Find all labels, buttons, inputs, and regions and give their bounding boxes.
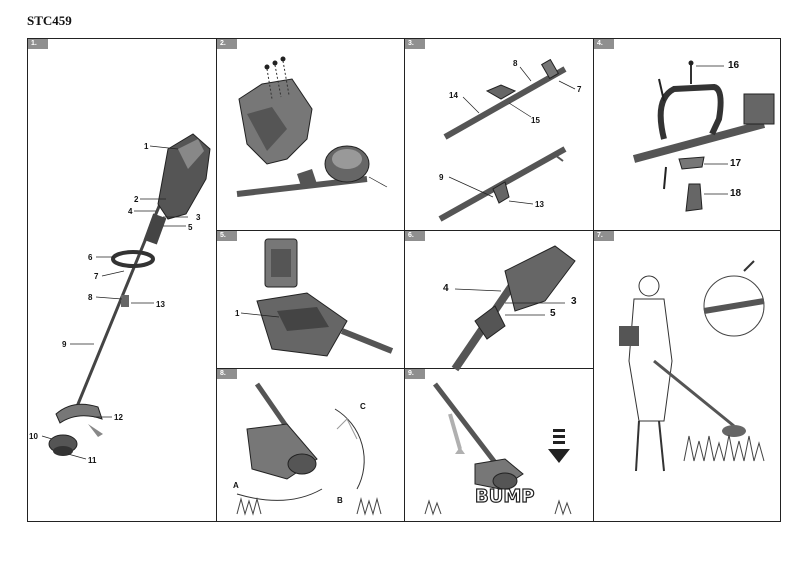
callout-13: 13 <box>535 200 544 209</box>
callout-17: 17 <box>730 158 742 169</box>
callout-A: A <box>233 481 239 490</box>
switch-trigger-drawing <box>451 245 576 372</box>
guard-assembly-drawing <box>236 56 388 197</box>
callout-16: 16 <box>728 60 740 71</box>
panel-tag: 9. <box>405 369 425 379</box>
callout-3: 3 <box>196 213 201 222</box>
panel-2: 2. <box>217 39 405 231</box>
callout-15: 15 <box>531 116 540 125</box>
panel-tag: 3. <box>405 39 425 49</box>
trimmer-overview-drawing <box>41 133 211 460</box>
panel-4: 4. 16 17 18 <box>594 39 781 231</box>
panel-3: 3. 8 7 14 15 9 13 <box>405 39 594 231</box>
callout-4: 4 <box>443 283 449 294</box>
handle-install-drawing <box>438 58 576 222</box>
callout-14: 14 <box>449 91 458 100</box>
callout-9: 9 <box>439 173 444 182</box>
callout-8: 8 <box>88 293 93 302</box>
bump-feed-drawing <box>424 382 572 516</box>
callout-4: 4 <box>128 207 133 216</box>
callout-1: 1 <box>144 142 149 151</box>
callout-10: 10 <box>29 432 38 441</box>
panel-7: 7. <box>594 231 781 522</box>
panel-5: 5. 1 <box>217 231 405 369</box>
d-handle-install-drawing <box>632 60 775 212</box>
panel-tag: 5. <box>217 231 237 241</box>
callout-9: 9 <box>62 340 67 349</box>
illustration-grid: 1. <box>27 38 781 522</box>
operating-position-drawing <box>619 260 765 472</box>
panel-tag: 8. <box>217 369 237 379</box>
bump-label: BUMP <box>474 486 535 507</box>
panel-9: 9. BUMP <box>405 369 594 522</box>
callout-11: 11 <box>88 456 97 465</box>
callout-6: 6 <box>88 253 93 262</box>
battery-insert-drawing <box>240 238 394 357</box>
callout-3: 3 <box>571 296 577 307</box>
panel-6: 6. 4 3 5 <box>405 231 594 372</box>
panel-tag: 1. <box>28 39 48 49</box>
panel-tag: 4. <box>594 39 614 49</box>
model-title: STC459 <box>27 13 72 28</box>
callout-8: 8 <box>513 59 518 68</box>
callout-B: B <box>337 496 343 505</box>
callout-7: 7 <box>94 272 99 281</box>
panel-tag: 6. <box>405 231 425 241</box>
callout-5: 5 <box>550 308 556 319</box>
callout-C: C <box>360 402 366 411</box>
callout-1: 1 <box>235 309 240 318</box>
panel-8: 8. C A B <box>217 369 405 522</box>
callout-18: 18 <box>730 188 742 199</box>
panel-tag: 2. <box>217 39 237 49</box>
callout-5: 5 <box>188 223 193 232</box>
callout-12: 12 <box>114 413 123 422</box>
cutting-direction-drawing <box>236 382 382 516</box>
callout-7: 7 <box>577 85 582 94</box>
callout-13: 13 <box>156 300 165 309</box>
panel-tag: 7. <box>594 231 614 241</box>
panel-1: 1. <box>28 39 217 522</box>
callout-2: 2 <box>134 195 139 204</box>
